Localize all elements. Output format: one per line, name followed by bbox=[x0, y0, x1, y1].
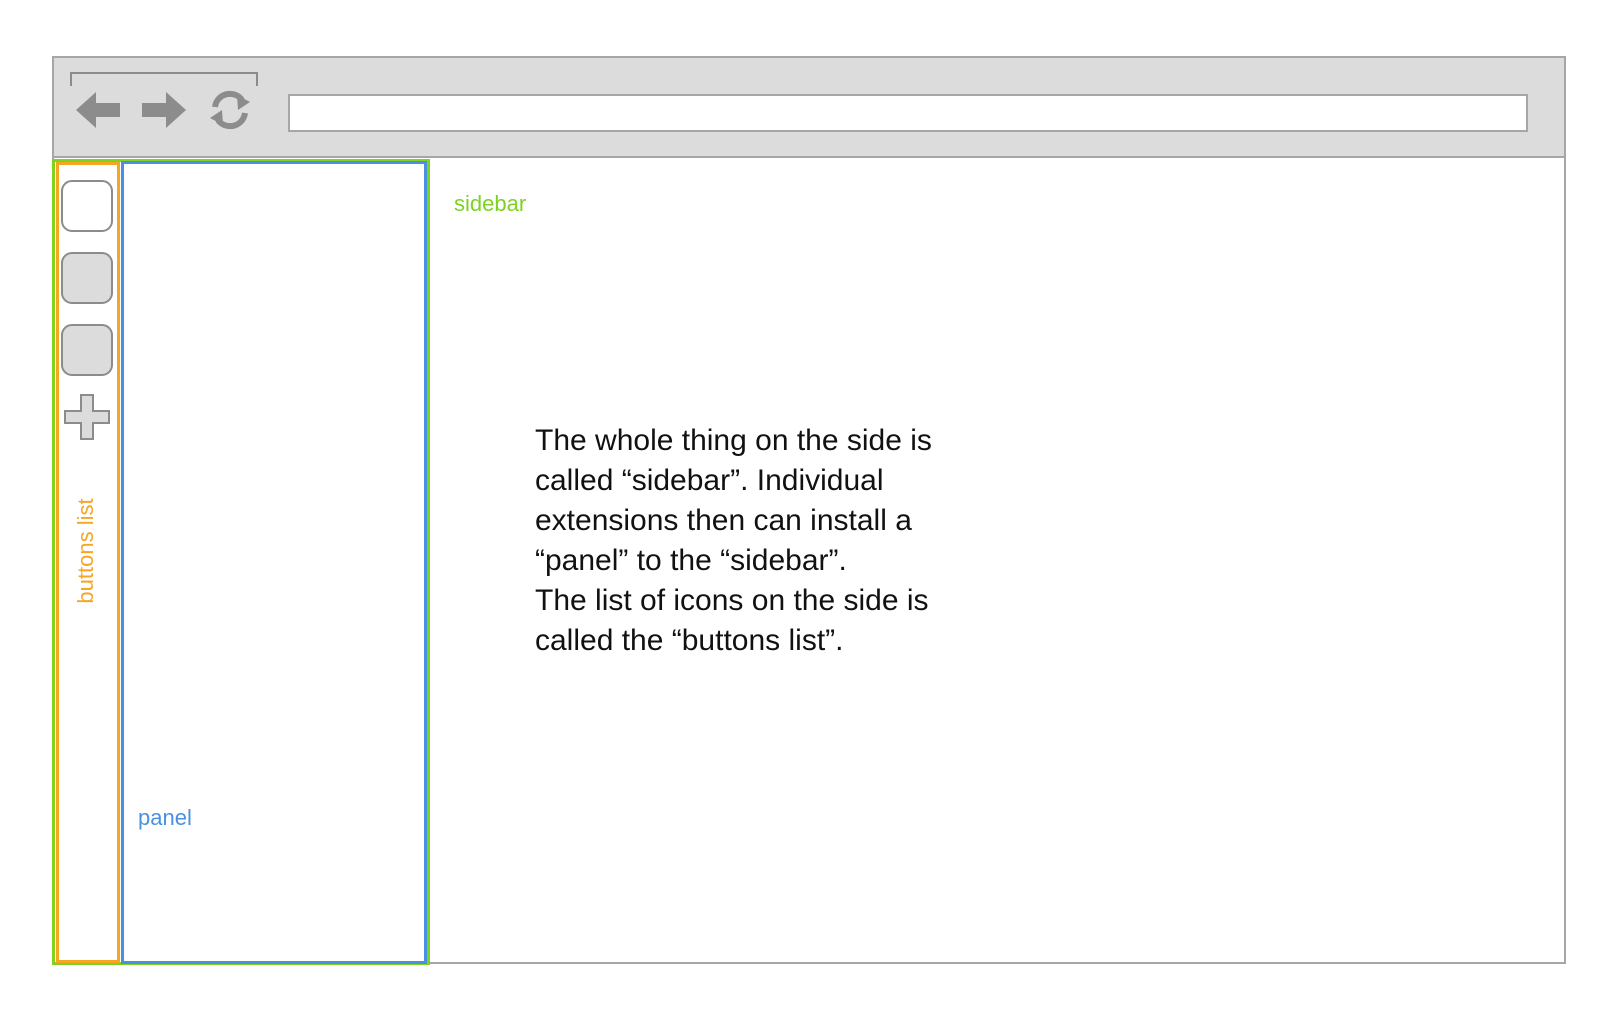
sidebar-button-3[interactable] bbox=[61, 324, 113, 376]
sidebar-button-2[interactable] bbox=[61, 252, 113, 304]
description-line: called the “buttons list”. bbox=[535, 624, 844, 657]
browser-toolbar bbox=[54, 58, 1564, 158]
panel-outline bbox=[121, 161, 427, 964]
plus-icon[interactable] bbox=[63, 393, 111, 441]
description-line: “panel” to the “sidebar”. bbox=[535, 544, 847, 577]
back-arrow-icon[interactable] bbox=[70, 86, 126, 134]
description-line: called “sidebar”. Individual bbox=[535, 464, 884, 497]
buttons-list-outline bbox=[56, 162, 120, 963]
buttons-list-label: buttons list bbox=[73, 498, 98, 604]
sidebar-button-1[interactable] bbox=[61, 180, 113, 232]
nav-buttons-bracket bbox=[70, 72, 258, 86]
description-text: The whole thing on the side is called “s… bbox=[535, 421, 995, 661]
reload-icon[interactable] bbox=[202, 86, 258, 134]
forward-arrow-icon[interactable] bbox=[136, 86, 192, 134]
description-line: extensions then can install a bbox=[535, 504, 912, 537]
description-line: The list of icons on the side is bbox=[535, 584, 929, 617]
address-bar[interactable] bbox=[288, 94, 1528, 132]
browser-window bbox=[52, 56, 1566, 964]
description-line: The whole thing on the side is bbox=[535, 424, 932, 457]
panel-label: panel bbox=[138, 805, 192, 830]
sidebar-label: sidebar bbox=[454, 191, 527, 216]
